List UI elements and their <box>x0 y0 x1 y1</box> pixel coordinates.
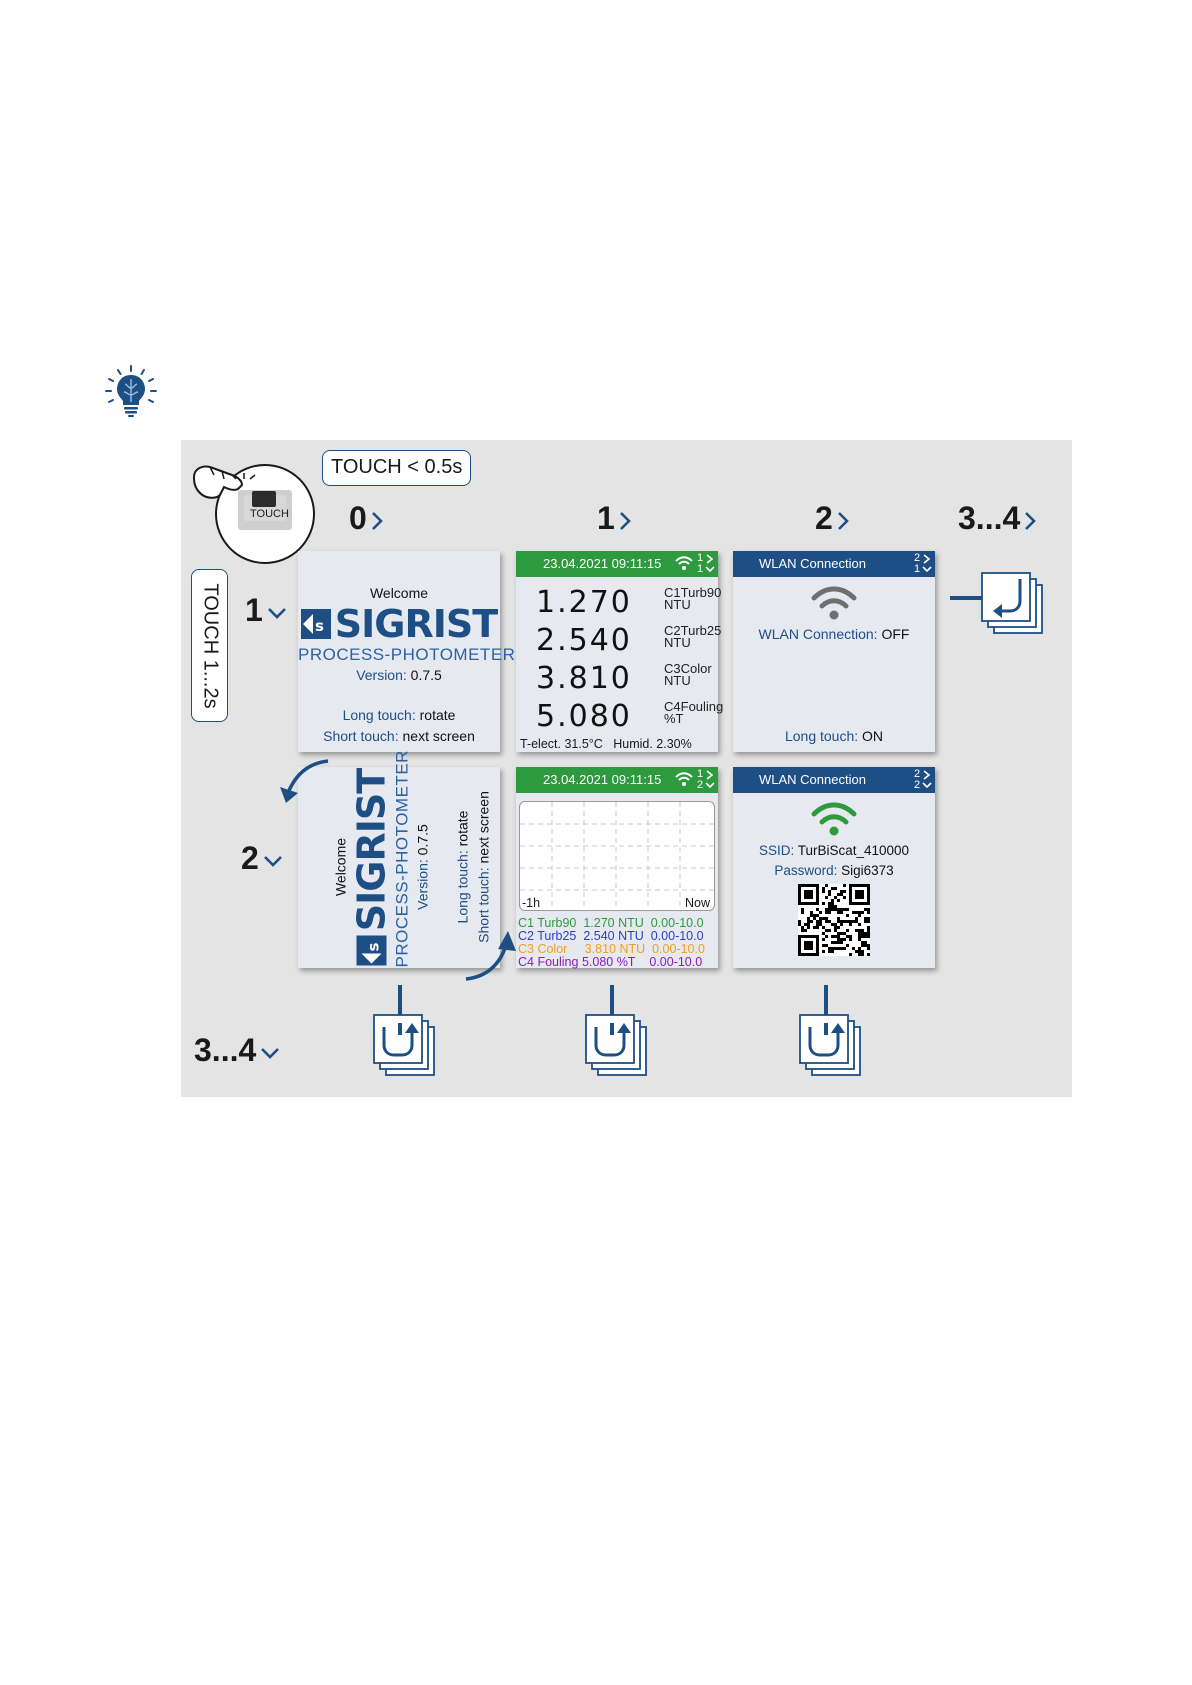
trend-header: 23.04.2021 09:11:15 1 2 <box>516 767 718 793</box>
sigrist-logo-mark-icon: s <box>356 935 387 966</box>
chevron-right-icon <box>371 511 383 530</box>
brand-wordmark: SIGRIST <box>334 602 498 646</box>
welcome-screen: Welcome s SIGRIST PROCESS-PHOTOMETER Ver… <box>298 551 516 752</box>
wifi-off-icon <box>811 586 857 620</box>
page-indicator-top: 1 <box>697 552 704 564</box>
wlan-password-line: Password: Sigi6373 <box>774 863 894 878</box>
column-index-0: 0 <box>349 500 383 536</box>
wlan-title: WLAN Connection <box>759 556 866 571</box>
wlan-ssid-line: SSID: TurBiScat_410000 <box>758 843 910 858</box>
loop-back-down-col1 <box>585 985 647 1076</box>
page-nav-chevrons-icon <box>705 770 715 789</box>
legend-row: C1 Turb90 1.270 NTU 0.00-10.0 <box>518 916 704 930</box>
long-touch-hint: Long touch: rotate <box>342 707 456 723</box>
row-index-2: 2 <box>241 840 283 876</box>
legend-row: C4 Fouling 5.080 %T 0.00-10.0 <box>518 955 703 969</box>
sigrist-logo-rotated: s SIGRIST <box>349 767 394 968</box>
trend-x-end: Now <box>684 896 710 910</box>
loop-back-down-col0 <box>373 985 435 1076</box>
wlan-qr-code <box>798 884 870 956</box>
short-touch-hint: Short touch: next screen <box>323 728 475 744</box>
welcome-text-rotated: Welcome <box>332 837 349 897</box>
chevron-down-icon <box>261 1047 280 1059</box>
trend-x-start: -1h <box>522 896 541 910</box>
trend-grid <box>520 802 716 912</box>
page-indicator-bottom: 1 <box>914 563 921 575</box>
column-index-3-4: 3...4 <box>958 500 1037 536</box>
chevron-down-icon <box>267 607 286 619</box>
next-screen-arrow-icon <box>465 931 516 981</box>
chevron-right-icon <box>1025 511 1037 530</box>
svg-text:s: s <box>365 942 383 951</box>
wlan-title: WLAN Connection <box>759 772 866 787</box>
legend-row: C3 Color 3.810 NTU 0.00-10.0 <box>518 942 705 956</box>
page-indicator-bottom: 2 <box>697 779 704 791</box>
brand-wordmark-rotated: SIGRIST <box>349 768 394 932</box>
touch-short-label: TOUCH < 0.5s <box>322 450 472 486</box>
chevron-down-icon <box>263 855 282 867</box>
chevron-right-icon <box>837 511 849 530</box>
wlan-header: WLAN Connection 2 1 <box>733 551 935 577</box>
version-line-rotated: Version: 0.7.5 <box>414 824 431 910</box>
brand-subtitle-rotated: PROCESS-PHOTOMETER <box>392 750 412 968</box>
brand-subtitle: PROCESS-PHOTOMETER <box>298 645 516 664</box>
header-datetime: 23.04.2021 09:11:15 <box>543 772 662 787</box>
wlan-status-line: WLAN Connection: OFF <box>758 626 910 642</box>
column-index-1: 1 <box>597 500 631 536</box>
status-footer: T-elect. 31.5°C Humid. 2.30% <box>520 737 692 751</box>
loop-back-down-col2 <box>799 985 861 1076</box>
welcome-text: Welcome <box>369 585 429 601</box>
page-indicator-bottom: 1 <box>697 563 704 575</box>
measurement-header: 23.04.2021 09:11:15 1 1 <box>516 551 718 577</box>
wlan-long-touch-hint: Long touch: ON <box>784 728 884 744</box>
sigrist-logo-mark-icon: s <box>300 609 331 639</box>
page-nav-chevrons-icon <box>922 770 932 789</box>
page-nav-chevrons-icon <box>922 554 932 573</box>
touch-button-label: TOUCH <box>250 508 289 520</box>
rotate-arrow-icon <box>280 759 329 803</box>
touch-button-hand-icon: TOUCH <box>192 464 315 564</box>
legend-row: C2 Turb25 2.540 NTU 0.00-10.0 <box>518 929 704 943</box>
chevron-right-icon <box>619 511 631 530</box>
row-index-3-4: 3...4 <box>194 1032 280 1068</box>
header-datetime: 23.04.2021 09:11:15 <box>543 556 662 571</box>
welcome-screen-rotated: Welcome s SIGRIST PROCESS-PHOTOMETER Ver… <box>298 750 500 968</box>
wlan-on-screen: WLAN Connection 2 2 SSID: TurBiScat_4100… <box>733 767 935 968</box>
sigrist-logo: s SIGRIST <box>298 602 500 646</box>
page-indicator-bottom: 2 <box>914 779 921 791</box>
wlan-header: WLAN Connection 2 2 <box>733 767 935 793</box>
page-indicator-top: 2 <box>914 768 921 780</box>
touch-long-label: TOUCH 1...2s <box>191 569 228 722</box>
trend-chart: -1h Now <box>519 801 716 912</box>
page-indicator-top: 2 <box>914 552 921 564</box>
wifi-icon <box>675 772 693 786</box>
wlan-off-screen: WLAN Connection 2 1 WLAN Connection: OFF… <box>733 551 935 752</box>
trend-screen: 23.04.2021 09:11:15 1 2 -1h Now C1 Turb9… <box>516 767 718 968</box>
row-index-1: 1 <box>245 592 287 628</box>
wifi-on-icon <box>811 802 857 836</box>
page-indicator-top: 1 <box>697 768 704 780</box>
column-index-2: 2 <box>815 500 849 536</box>
svg-text:s: s <box>315 617 324 635</box>
page-nav-chevrons-icon <box>705 554 715 573</box>
lightbulb-brain-icon <box>105 365 157 417</box>
loop-back-pages-icon <box>981 572 1043 634</box>
touch-long-text: TOUCH 1...2s <box>199 582 221 709</box>
version-line: Version: 0.7.5 <box>356 667 442 683</box>
wifi-icon <box>675 556 693 570</box>
